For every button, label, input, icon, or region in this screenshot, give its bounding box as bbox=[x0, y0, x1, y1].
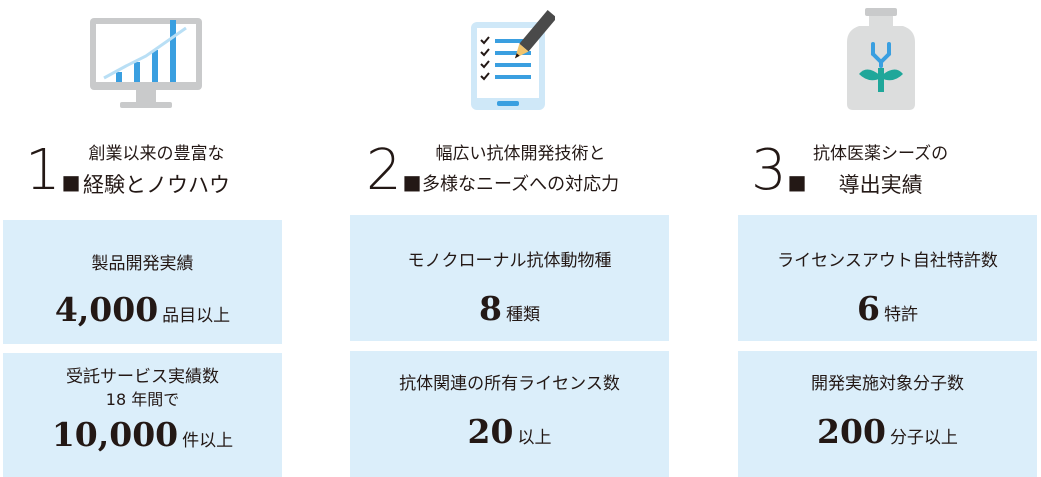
stat-unit: 以上 bbox=[517, 428, 552, 448]
stat-label: ライセンスアウト自社特許数 bbox=[777, 251, 998, 271]
stat-value: 200 bbox=[817, 412, 886, 451]
stat-label: 開発実施対象分子数 bbox=[811, 374, 964, 394]
stat-label: 受託サービス実績数 bbox=[66, 367, 219, 387]
antibody-bottle-icon bbox=[843, 6, 919, 112]
stat-value: 8 bbox=[479, 289, 502, 328]
stat-label: 製品開発実績 bbox=[91, 254, 194, 274]
stat-unit: 種類 bbox=[505, 305, 540, 325]
section-number: 1■ bbox=[25, 138, 81, 203]
heading-line-1: 抗体医薬シーズの bbox=[813, 144, 949, 164]
stat-label: 抗体関連の所有ライセンス数 bbox=[399, 374, 620, 394]
heading-line-1: 創業以来の豊富な bbox=[88, 144, 225, 164]
section-heading: 3■ 抗体医薬シーズの 導出実績 bbox=[738, 138, 1037, 204]
section-heading: 1■ 創業以来の豊富な 経験とノウハウ bbox=[3, 138, 282, 204]
stat-unit: 分子以上 bbox=[889, 428, 958, 448]
heading-line-2: 導出実績 bbox=[838, 173, 923, 197]
section-number: 3■ bbox=[751, 138, 807, 203]
stat-unit: 件以上 bbox=[182, 431, 234, 451]
stat-value: 20 bbox=[467, 412, 514, 451]
section-technology: 2■ 幅広い抗体開発技術と 多様なニーズへの対応力 モノクローナル抗体動物種 8… bbox=[350, 0, 669, 477]
stat-value: 6 bbox=[857, 289, 880, 328]
stat-sublabel: 18 年間で bbox=[105, 390, 180, 409]
checklist-pencil-icon bbox=[465, 6, 557, 112]
stat-label: モノクローナル抗体動物種 bbox=[407, 251, 612, 271]
heading-line-1: 幅広い抗体開発技術と bbox=[435, 144, 606, 164]
stat-value: 10,000 bbox=[51, 415, 179, 454]
section-number: 2■ bbox=[366, 138, 422, 203]
stat-unit: 特許 bbox=[883, 305, 918, 325]
section-heading: 2■ 幅広い抗体開発技術と 多様なニーズへの対応力 bbox=[350, 138, 669, 204]
stat-value: 4,000 bbox=[54, 290, 159, 329]
computer-monitor-bar-chart-icon bbox=[86, 14, 206, 114]
heading-line-2: 多様なニーズへの対応力 bbox=[422, 174, 620, 195]
stat-unit: 品目以上 bbox=[162, 306, 231, 326]
heading-line-2: 経験とノウハウ bbox=[83, 173, 230, 197]
